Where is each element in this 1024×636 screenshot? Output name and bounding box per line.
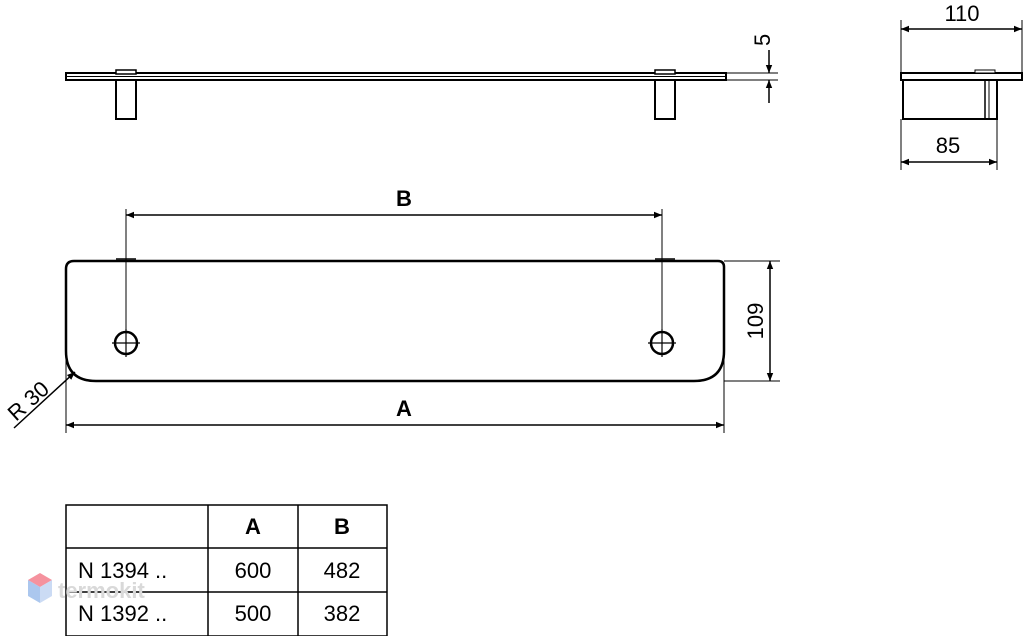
shelf-outline [64, 259, 726, 383]
table-cell-b: 482 [324, 558, 361, 583]
radius-label: R 30 [3, 376, 54, 426]
table-header-b: B [334, 514, 350, 539]
thickness-label: 5 [750, 34, 775, 46]
side-plate [900, 72, 1023, 81]
hole-spacing-label: B [396, 186, 412, 211]
plan-view [64, 258, 726, 383]
shelf-width-label: A [396, 396, 412, 421]
termokit-logo [28, 573, 52, 603]
watermark-text: termokit [58, 578, 145, 603]
bracket-right-cap [654, 69, 676, 75]
table-cell-b: 382 [324, 601, 361, 626]
bracket-left-cap [115, 69, 137, 75]
bracket-left [115, 79, 137, 120]
table-cell-a: 600 [235, 558, 272, 583]
height-label: 109 [743, 303, 768, 340]
depth-overall-label: 110 [944, 1, 979, 26]
side-view [900, 20, 1023, 170]
bracket-right [654, 79, 676, 120]
side-bracket [902, 79, 998, 120]
top-elevation-view [65, 69, 778, 120]
shelf-width-dimension [65, 351, 725, 433]
radius-leader [13, 371, 76, 429]
height-dimension [724, 260, 780, 382]
size-table [65, 504, 388, 636]
table-header-a: A [245, 514, 261, 539]
table-cell-a: 500 [235, 601, 272, 626]
hole-spacing-dimension [125, 209, 663, 332]
table-cell-model: N 1392 .. [78, 601, 167, 626]
depth-bracket-label: 85 [936, 133, 960, 158]
table-cell-model: N 1394 .. [78, 558, 167, 583]
